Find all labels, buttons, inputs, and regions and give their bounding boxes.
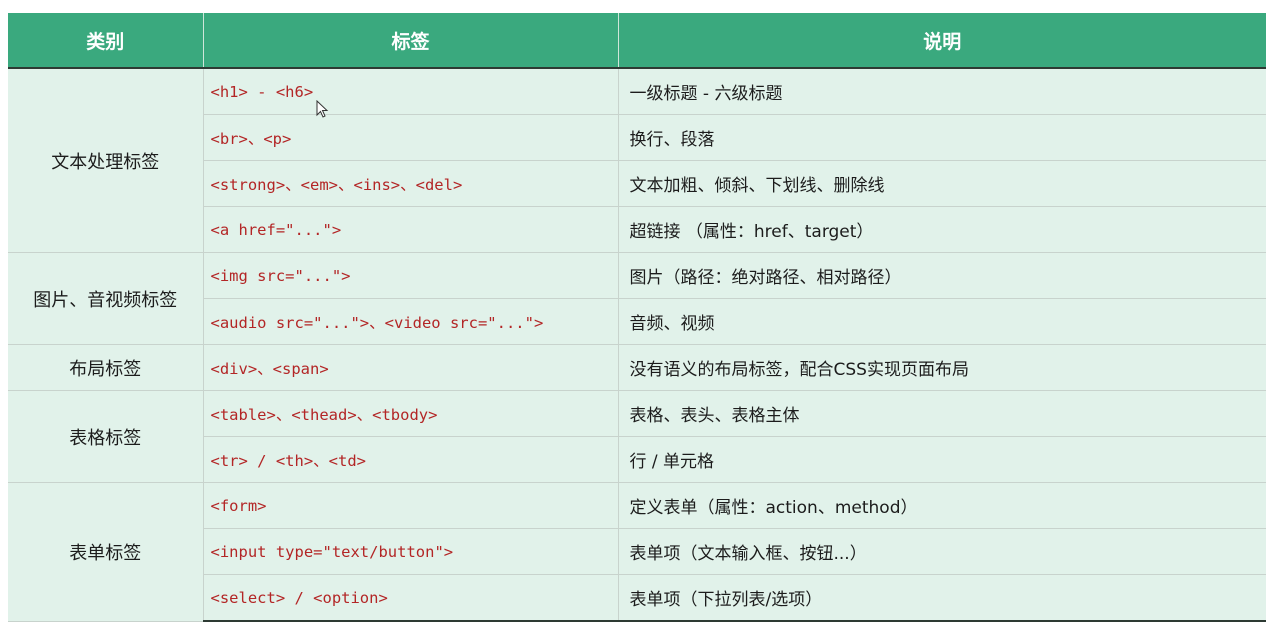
table-row: 布局标签 <div>、<span> 没有语义的布局标签，配合CSS实现页面布局: [8, 344, 1266, 391]
tag-cell: <br>、<p>: [203, 114, 619, 161]
tag-cell: <input type="text/button">: [203, 528, 619, 575]
table-row: <tr> / <th>、<td> 行 / 单元格: [8, 436, 1266, 483]
description-cell: 行 / 单元格: [618, 436, 1266, 483]
header-row: 类别 标签 说明: [8, 13, 1266, 68]
header-description: 说明: [618, 13, 1266, 68]
category-cell: 图片、音视频标签: [8, 252, 204, 345]
description-cell: 图片（路径：绝对路径、相对路径）: [618, 252, 1266, 299]
table-row: 文本处理标签 <h1> - <h6> 一级标题 - 六级标题: [8, 68, 1266, 253]
tag-cell: <a href="...">: [203, 206, 619, 253]
category-cell: 文本处理标签: [8, 68, 204, 253]
tag-cell: <audio src="...">、<video src="...">: [203, 298, 619, 345]
table-row: 表单标签 <form> 定义表单（属性：action、method）: [8, 482, 1266, 622]
description-cell: 没有语义的布局标签，配合CSS实现页面布局: [618, 344, 1266, 391]
table-row: 图片、音视频标签 <img src="..."> 图片（路径：绝对路径、相对路径…: [8, 252, 1266, 345]
tags-table: 类别 标签 说明 文本处理标签 <h1> - <h6> 一级标题 - 六级标题 …: [8, 13, 1266, 622]
description-cell: 一级标题 - 六级标题: [618, 68, 1266, 115]
table-row: <a href="..."> 超链接 （属性：href、target）: [8, 206, 1266, 253]
description-cell: 音频、视频: [618, 298, 1266, 345]
description-cell: 定义表单（属性：action、method）: [618, 482, 1266, 529]
category-cell: 表格标签: [8, 390, 204, 483]
html-tags-summary-table: 类别 标签 说明 文本处理标签 <h1> - <h6> 一级标题 - 六级标题 …: [8, 13, 1266, 622]
header-category: 类别: [8, 13, 204, 68]
tag-cell: <strong>、<em>、<ins>、<del>: [203, 160, 619, 207]
category-cell: 表单标签: [8, 482, 204, 622]
table-row: <select> / <option> 表单项（下拉列表/选项）: [8, 574, 1266, 622]
description-cell: 超链接 （属性：href、target）: [618, 206, 1266, 253]
tag-cell: <select> / <option>: [203, 574, 619, 622]
tag-cell: <tr> / <th>、<td>: [203, 436, 619, 483]
table-row: <audio src="...">、<video src="..."> 音频、视…: [8, 298, 1266, 345]
tag-cell: <table>、<thead>、<tbody>: [203, 390, 619, 437]
description-cell: 表格、表头、表格主体: [618, 390, 1266, 437]
table-row: <strong>、<em>、<ins>、<del> 文本加粗、倾斜、下划线、删除…: [8, 160, 1266, 207]
tag-cell: <h1> - <h6>: [203, 68, 619, 115]
description-cell: 换行、段落: [618, 114, 1266, 161]
category-cell: 布局标签: [8, 344, 204, 391]
tag-cell: <form>: [203, 482, 619, 529]
description-cell: 文本加粗、倾斜、下划线、删除线: [618, 160, 1266, 207]
table-row: <br>、<p> 换行、段落: [8, 114, 1266, 161]
description-cell: 表单项（文本输入框、按钮...）: [618, 528, 1266, 575]
table-body: 文本处理标签 <h1> - <h6> 一级标题 - 六级标题 <br>、<p> …: [8, 68, 1266, 622]
table-row: 表格标签 <table>、<thead>、<tbody> 表格、表头、表格主体: [8, 390, 1266, 483]
mouse-cursor-icon: [316, 100, 329, 118]
tag-cell: <img src="...">: [203, 252, 619, 299]
description-cell: 表单项（下拉列表/选项）: [618, 574, 1266, 622]
header-tag: 标签: [203, 13, 619, 68]
table-row: <input type="text/button"> 表单项（文本输入框、按钮.…: [8, 528, 1266, 575]
table-header: 类别 标签 说明: [8, 13, 1266, 68]
tag-cell: <div>、<span>: [203, 344, 619, 391]
